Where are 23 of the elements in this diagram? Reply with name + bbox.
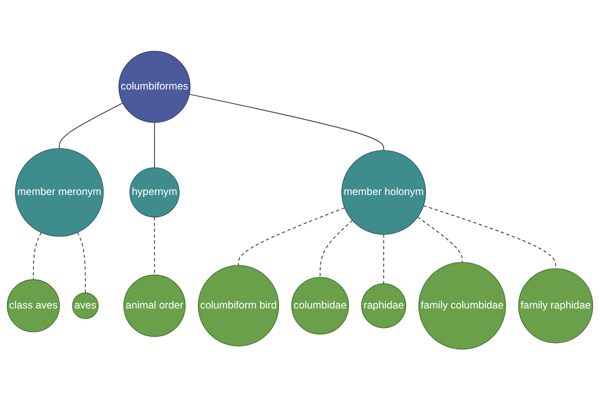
node-circle: member holonym (341, 150, 426, 235)
connector (238, 207, 346, 266)
node-circle: columbidae (291, 276, 349, 334)
node-circle: family columbidae (418, 262, 506, 350)
connector (320, 220, 353, 278)
connector (77, 232, 86, 294)
connector (383, 234, 384, 284)
node-circle: columbiform bird (198, 264, 280, 346)
node-circle: raphidae (361, 283, 406, 328)
node-circle: aves (72, 292, 99, 319)
connector (417, 216, 463, 263)
node-circle: columbiformes (118, 50, 190, 123)
connector (32, 232, 42, 280)
node-circle: member meronym (15, 148, 104, 237)
node-circle: class aves (6, 279, 60, 332)
connector (188, 94, 384, 151)
node-circle: hypernym (129, 167, 180, 218)
connector (58, 102, 124, 149)
connector (154, 122, 155, 168)
connector (423, 205, 556, 269)
connector (154, 216, 155, 276)
node-circle: family raphidae (518, 268, 594, 343)
node-circle: animal order (123, 274, 186, 337)
